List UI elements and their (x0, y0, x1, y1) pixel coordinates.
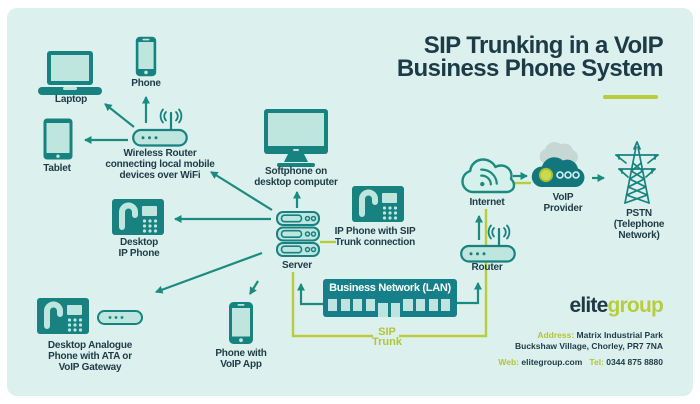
desktop-computer-icon (264, 109, 328, 167)
wireless-router-label: Wireless Router connecting local mobile … (105, 148, 215, 182)
ata-gateway-icon (97, 310, 143, 325)
router-label: Router (471, 262, 503, 273)
tel-label: Tel: (589, 357, 604, 367)
router-icon (460, 224, 516, 263)
logo-group: group (607, 294, 664, 317)
server-label: Server (282, 260, 312, 271)
internet-label: Internet (469, 197, 505, 208)
web-label: Web: (498, 357, 519, 367)
lan-ports (328, 299, 451, 317)
pstn-label: PSTN (Telephone Network) (613, 208, 665, 242)
title-underline (603, 95, 658, 99)
analogue-phone-label: Desktop Analogue Phone with ATA or VoIP … (47, 340, 133, 374)
pstn-tower-icon (615, 141, 659, 204)
analogue-phone-icon (37, 298, 89, 334)
tablet-icon (43, 118, 73, 160)
tablet-label: Tablet (43, 163, 71, 174)
voip-app-phone-icon (229, 302, 253, 344)
desktop-ip-phone-icon (112, 199, 164, 235)
lan-label: Business Network (LAN) (329, 282, 451, 294)
wireless-router-icon (132, 108, 188, 147)
sip-trunk-label: SIP Trunk (372, 326, 402, 348)
voip-provider-label: VoIP Provider (543, 192, 583, 215)
ip-phone-sip-label: IP Phone with SIP Trunk connection (334, 226, 416, 249)
desktop-ip-phone-label: Desktop IP Phone (118, 237, 160, 260)
ip-phone-sip-icon (352, 186, 404, 222)
footer-address-line1: Address: Matrix Industrial Park (537, 330, 663, 340)
server-icon (276, 211, 320, 257)
voip-app-phone-label: Phone with VoIP App (215, 348, 267, 371)
internet-cloud-icon (461, 158, 516, 194)
elitegroup-logo: elitegroup (569, 294, 663, 318)
footer-address-line2: Buckshaw Village, Chorley, PR7 7NA (514, 341, 663, 351)
softphone-label: Softphone on desktop computer (254, 166, 338, 189)
tel-value: 0344 875 8880 (606, 357, 663, 367)
laptop-label: Laptop (54, 94, 88, 105)
voip-provider-cloud-icon (531, 142, 585, 187)
address-value: Matrix Industrial Park (576, 330, 663, 340)
logo-elite: elite (569, 294, 608, 317)
mobile-phone-icon (135, 36, 157, 77)
phone-label: Phone (131, 78, 161, 89)
web-value: elitegroup.com (521, 357, 583, 367)
footer-contact-line: Web: elitegroup.com Tel: 0344 875 8880 (498, 357, 663, 367)
page-title: SIP Trunking in a VoIP Business Phone Sy… (396, 32, 664, 82)
laptop-icon (38, 51, 102, 95)
business-network-lan: Business Network (LAN) (323, 279, 457, 317)
address-label: Address: (537, 330, 575, 340)
